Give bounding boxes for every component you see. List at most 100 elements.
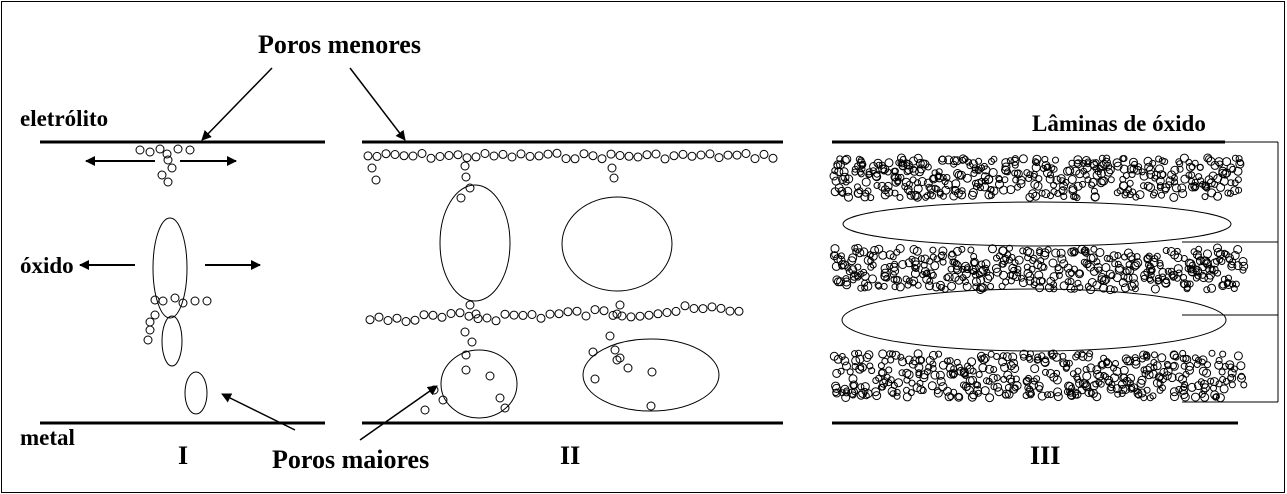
oxide-particle bbox=[1213, 257, 1220, 265]
oxide-particle bbox=[1164, 362, 1172, 370]
oxide-particle bbox=[837, 186, 847, 196]
small-pore bbox=[716, 303, 726, 313]
oxide-particle bbox=[1054, 264, 1062, 272]
oxide-particle bbox=[893, 275, 902, 285]
oxide-particle bbox=[996, 176, 1003, 183]
oxide-particle bbox=[1195, 256, 1205, 266]
oxide-particle bbox=[926, 190, 934, 198]
oxide-particle bbox=[1214, 360, 1224, 370]
small-pore bbox=[371, 175, 381, 185]
oxide-particle bbox=[966, 162, 974, 170]
small-pore bbox=[363, 151, 373, 161]
oxide-particle bbox=[868, 274, 877, 284]
oxide-particle bbox=[944, 272, 954, 282]
pore-ellipse-ii-4 bbox=[582, 338, 720, 412]
oxide-particle bbox=[1154, 274, 1162, 282]
small-pore bbox=[460, 327, 470, 337]
oxide-particle bbox=[1074, 279, 1082, 287]
oxide-particle bbox=[1086, 350, 1094, 358]
oxide-particle bbox=[883, 181, 893, 191]
oxide-particle bbox=[911, 264, 919, 271]
oxide-particle bbox=[869, 167, 877, 175]
oxide-particle bbox=[1203, 286, 1211, 294]
oxide-particle bbox=[1060, 193, 1068, 200]
oxide-particle bbox=[857, 363, 865, 371]
oxide-particle bbox=[891, 174, 899, 182]
oxide-particle bbox=[950, 388, 958, 396]
oxide-particle bbox=[1026, 385, 1034, 393]
oxide-particle bbox=[873, 182, 881, 189]
oxide-particle bbox=[947, 281, 957, 291]
oxide-particle bbox=[1173, 247, 1181, 255]
oxide-particle bbox=[1035, 175, 1043, 183]
oxide-particle bbox=[1173, 264, 1183, 274]
small-pore bbox=[561, 154, 571, 164]
small-pore bbox=[158, 296, 168, 306]
oxide-particle bbox=[1145, 261, 1152, 269]
oxide-particle bbox=[1125, 266, 1135, 276]
oxide-particle bbox=[922, 193, 930, 201]
oxide-particle bbox=[1013, 169, 1023, 179]
oxide-particle bbox=[961, 382, 971, 391]
oxide-particle bbox=[1222, 157, 1232, 167]
oxide-particle bbox=[1133, 387, 1141, 395]
oxide-particle bbox=[970, 257, 979, 267]
oxide-particle bbox=[1188, 171, 1196, 179]
oxide-particle bbox=[1174, 372, 1184, 382]
oxide-particle bbox=[1104, 375, 1114, 385]
oxide-particle bbox=[1146, 275, 1154, 283]
small-pore bbox=[428, 310, 438, 320]
oxide-particle bbox=[1209, 265, 1219, 275]
oxide-particle bbox=[1126, 164, 1136, 174]
oxide-particle bbox=[1041, 155, 1049, 163]
oxide-particle bbox=[967, 246, 975, 254]
oxide-particle bbox=[1052, 156, 1059, 164]
oxide-particle bbox=[1016, 175, 1026, 185]
oxide-particle bbox=[1094, 168, 1102, 176]
oxide-particle bbox=[1063, 166, 1072, 176]
oxide-particle bbox=[833, 162, 841, 170]
oxide-particle bbox=[1191, 354, 1199, 362]
oxide-particle bbox=[1190, 182, 1200, 191]
oxide-particle bbox=[1006, 244, 1013, 252]
oxide-particle bbox=[1232, 280, 1240, 288]
oxide-particle bbox=[1006, 185, 1016, 195]
oxide-particle bbox=[904, 281, 912, 289]
oxide-particle bbox=[1219, 384, 1229, 394]
oxide-particle bbox=[1114, 252, 1122, 259]
oxide-particle bbox=[874, 244, 884, 254]
oxide-particle bbox=[1090, 192, 1100, 202]
small-pore bbox=[467, 337, 477, 347]
oxide-particle bbox=[1004, 251, 1012, 259]
oxide-particle bbox=[884, 168, 892, 176]
oxide-particle bbox=[933, 388, 943, 398]
oxide-particle bbox=[855, 349, 862, 357]
oxide-particle bbox=[974, 166, 982, 174]
oxide-particle bbox=[1002, 391, 1009, 399]
small-pore bbox=[732, 150, 742, 160]
oxide-particle bbox=[901, 177, 911, 187]
small-pore bbox=[145, 317, 155, 327]
oxide-particle bbox=[1170, 392, 1179, 402]
oxide-particle bbox=[1227, 179, 1235, 187]
oxide-particle bbox=[843, 186, 853, 196]
oxide-particle bbox=[1184, 258, 1194, 268]
oxide-particle bbox=[1131, 260, 1141, 270]
oxide-particle bbox=[939, 174, 947, 181]
oxide-particle bbox=[1114, 260, 1122, 268]
oxide-particle bbox=[1161, 158, 1169, 166]
oxide-particle bbox=[947, 251, 957, 261]
oxide-particle bbox=[1107, 176, 1115, 184]
oxide-particle bbox=[1081, 381, 1091, 391]
oxide-particle bbox=[1069, 370, 1077, 378]
oxide-particle bbox=[1207, 283, 1217, 293]
oxide-particle bbox=[1110, 373, 1119, 383]
oxide-particle bbox=[1007, 377, 1015, 385]
oxide-particle bbox=[1034, 353, 1042, 361]
oxide-particle bbox=[893, 248, 901, 256]
oxide-particle bbox=[851, 168, 859, 176]
oxide-particle bbox=[963, 266, 971, 274]
oxide-particle bbox=[1092, 392, 1102, 402]
oxide-particle bbox=[1040, 358, 1050, 367]
oxide-particle bbox=[1185, 171, 1193, 179]
